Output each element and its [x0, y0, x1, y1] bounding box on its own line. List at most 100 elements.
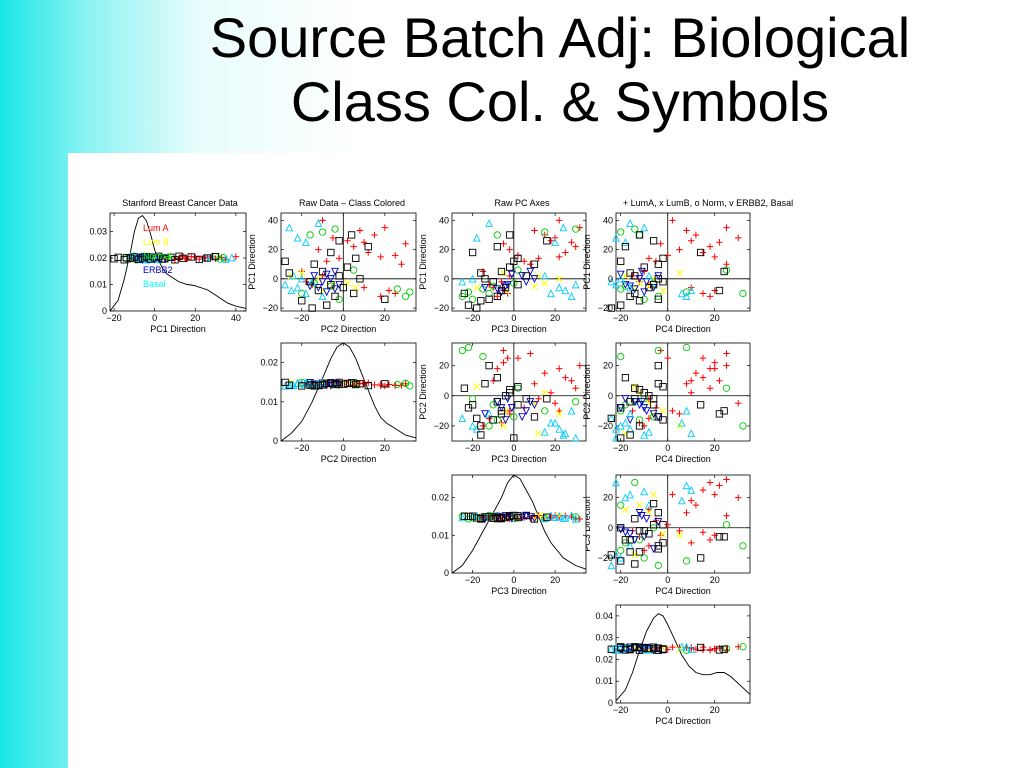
data-point — [522, 407, 531, 416]
data-point — [347, 231, 356, 239]
data-point — [696, 643, 705, 652]
data-point — [306, 278, 314, 286]
y-tick-label: 20 — [439, 361, 449, 371]
x-tick-label: 0 — [665, 313, 670, 323]
data-point — [572, 398, 580, 406]
x-tick-label: 0 — [341, 443, 346, 453]
data-point — [635, 501, 644, 509]
data-point — [485, 409, 494, 418]
data-point — [716, 239, 723, 246]
slide-title-line-2: Class Col. & Symbols — [290, 70, 830, 133]
data-point — [319, 272, 326, 280]
density-curve — [280, 342, 417, 442]
data-point — [572, 513, 580, 521]
data-point — [626, 431, 634, 439]
data-point — [688, 389, 695, 396]
data-point — [556, 365, 563, 372]
data-point — [493, 512, 502, 521]
data-point — [659, 383, 667, 391]
data-point — [281, 280, 290, 289]
data-point — [555, 283, 564, 292]
data-point — [504, 290, 511, 297]
legend-item-lum-a: Lum A — [143, 223, 169, 233]
data-point — [335, 255, 343, 262]
data-point — [645, 255, 653, 262]
data-point — [207, 252, 216, 261]
data-point — [477, 297, 485, 305]
data-point — [522, 395, 530, 403]
data-point — [654, 509, 662, 517]
data-point — [110, 255, 118, 263]
data-point — [706, 479, 714, 486]
data-point — [677, 642, 686, 651]
data-point — [720, 407, 728, 415]
data-point — [645, 506, 653, 513]
plot-frame — [451, 212, 587, 312]
legend-item-normal: Normal — [143, 251, 172, 261]
y-tick-label: −20 — [434, 303, 449, 313]
y-tick-label: 0 — [444, 568, 449, 578]
y-tick-label: 0.02 — [89, 253, 107, 263]
data-point — [720, 533, 728, 541]
data-point — [654, 542, 662, 550]
data-point — [401, 292, 410, 301]
y-axis-label: PC2 Direction — [418, 364, 428, 420]
data-point — [371, 381, 378, 389]
data-point — [150, 252, 159, 261]
y-tick-label: 0 — [608, 698, 613, 708]
data-point — [669, 643, 676, 651]
y-tick-label: −20 — [598, 421, 613, 431]
x-tick-label: 0 — [511, 443, 516, 453]
data-point — [485, 295, 493, 303]
data-point — [568, 377, 575, 384]
data-point — [669, 407, 676, 415]
x-tick-label: 0 — [152, 313, 157, 323]
data-point — [654, 361, 662, 370]
x-tick-label: −20 — [294, 313, 309, 323]
data-point — [617, 434, 625, 442]
data-point — [477, 431, 485, 439]
data-point — [540, 271, 549, 280]
data-point — [567, 292, 576, 301]
data-point — [555, 512, 564, 521]
plot-frame — [451, 342, 587, 442]
data-point — [510, 279, 518, 287]
data-point — [381, 382, 389, 390]
data-point — [631, 395, 639, 403]
data-point — [706, 293, 714, 300]
data-point — [626, 536, 634, 544]
data-point — [687, 485, 696, 494]
data-point — [393, 285, 401, 293]
y-tick-label: 20 — [603, 493, 613, 503]
data-point — [640, 554, 648, 562]
data-point — [377, 380, 384, 388]
data-point — [682, 343, 691, 352]
data-point — [675, 269, 684, 277]
data-point — [688, 497, 695, 504]
data-point — [179, 254, 187, 263]
data-point — [616, 274, 625, 283]
data-point — [493, 242, 502, 251]
x-tick-label: 20 — [550, 575, 560, 585]
data-point — [485, 415, 493, 422]
data-point — [699, 290, 707, 297]
data-point — [692, 231, 700, 239]
data-point — [621, 238, 630, 246]
data-point — [547, 389, 555, 396]
data-point — [612, 424, 620, 433]
y-tick-label: 20 — [603, 361, 613, 371]
data-point — [631, 551, 639, 559]
data-point — [501, 513, 510, 521]
x-tick-label: 40 — [231, 313, 241, 323]
data-point — [640, 644, 648, 652]
data-point — [151, 254, 159, 262]
data-point — [559, 223, 568, 232]
x-axis-label: PC4 Direction — [655, 324, 711, 334]
data-point — [458, 277, 467, 286]
data-point — [497, 288, 506, 297]
data-point — [314, 286, 323, 295]
data-point — [285, 269, 293, 277]
x-axis-label: PC3 Direction — [491, 324, 547, 334]
data-point — [175, 252, 183, 260]
